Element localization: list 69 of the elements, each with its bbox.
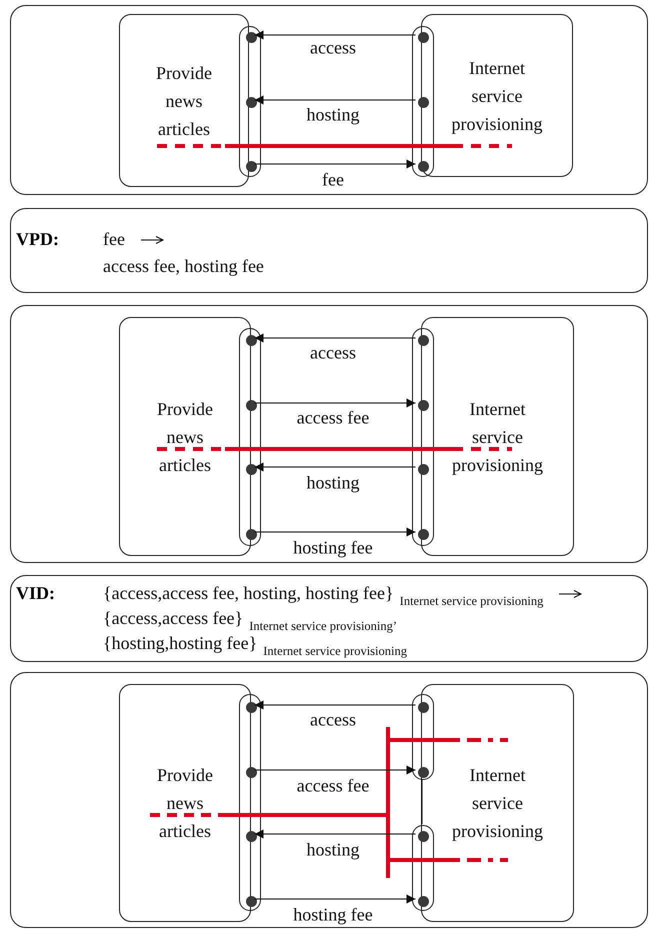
arrow: [254, 334, 416, 342]
port-dot: [418, 766, 428, 778]
text-panel: [10, 575, 648, 662]
edge-label: hosting fee: [293, 538, 373, 558]
edge-label: hosting fee: [293, 904, 373, 926]
port-dot: [246, 830, 256, 842]
edge-label: fee: [322, 170, 344, 190]
formula-text: {access,access fee}$_{Internet service provisioning’}$: [103, 607, 398, 631]
edge-label: access: [310, 710, 356, 730]
port-dot: [418, 702, 428, 712]
port-dot: [418, 160, 428, 172]
edge-label: hosting: [306, 840, 360, 860]
arrow: [254, 160, 416, 168]
port-dot: [418, 896, 428, 906]
edge-label: access fee: [296, 408, 370, 428]
interface-pill: [412, 825, 434, 911]
arrow: [254, 398, 416, 408]
port-dot: [246, 160, 256, 172]
arrow: [254, 830, 416, 838]
port-dot: [418, 96, 428, 108]
panel-frame: [10, 672, 648, 928]
port-dot: [246, 96, 256, 108]
interface-pill: [239, 328, 261, 546]
arrow: [254, 766, 416, 774]
port-dot: [418, 32, 428, 42]
actor-label: Internet service provisioning: [450, 764, 544, 843]
arrow: [254, 528, 416, 536]
section-label: VID:: [16, 582, 56, 605]
arrow: [254, 894, 416, 904]
edge-label: access: [310, 38, 356, 58]
port-dot: [418, 464, 428, 474]
panel-frame: [10, 5, 648, 195]
edge-label: access: [310, 342, 356, 364]
interface-pill: [239, 694, 261, 911]
port-dot: [246, 400, 256, 410]
formula-text: {hosting,hosting fee}$_{Internet service provisioning}$: [103, 633, 407, 656]
arrow: [254, 462, 416, 472]
actor-label: Provide news articles: [155, 62, 213, 140]
formula-text: access fee, hosting fee: [103, 255, 264, 278]
actor-label: Internet service provisioning: [450, 398, 544, 477]
port-dot: [418, 528, 428, 540]
interface-pill: [412, 26, 434, 177]
port-dot: [246, 32, 256, 42]
port-dot: [246, 334, 256, 346]
formula-text: {access,access fee, hosting, hosting fee}$_{Internet service provisioning}$: [103, 582, 544, 606]
interface-pill: [239, 26, 261, 177]
formula-text: fee: [103, 228, 125, 251]
port-dot: [246, 766, 256, 778]
text-panel: [10, 208, 648, 293]
port-dot: [246, 528, 256, 540]
actor-label: Provide news articles: [156, 398, 214, 476]
actor-label: Provide news articles: [156, 764, 214, 843]
edge-label: hosting: [306, 104, 360, 126]
edge-label: access fee: [296, 776, 370, 796]
arrow: [254, 700, 416, 710]
actor-label: Internet service provisioning: [450, 56, 544, 136]
port-dot: [246, 896, 256, 906]
port-dot: [246, 464, 256, 474]
edge-label: hosting: [306, 472, 360, 494]
interface-pill: [412, 328, 434, 546]
interface-pill: [412, 694, 434, 780]
port-dot: [418, 830, 428, 842]
section-label: VPD:: [16, 228, 60, 251]
arrow: [254, 96, 416, 104]
port-dot: [418, 334, 428, 346]
arrow: [254, 30, 416, 40]
port-dot: [246, 702, 256, 712]
port-dot: [418, 400, 428, 410]
panel-frame: [10, 305, 648, 563]
